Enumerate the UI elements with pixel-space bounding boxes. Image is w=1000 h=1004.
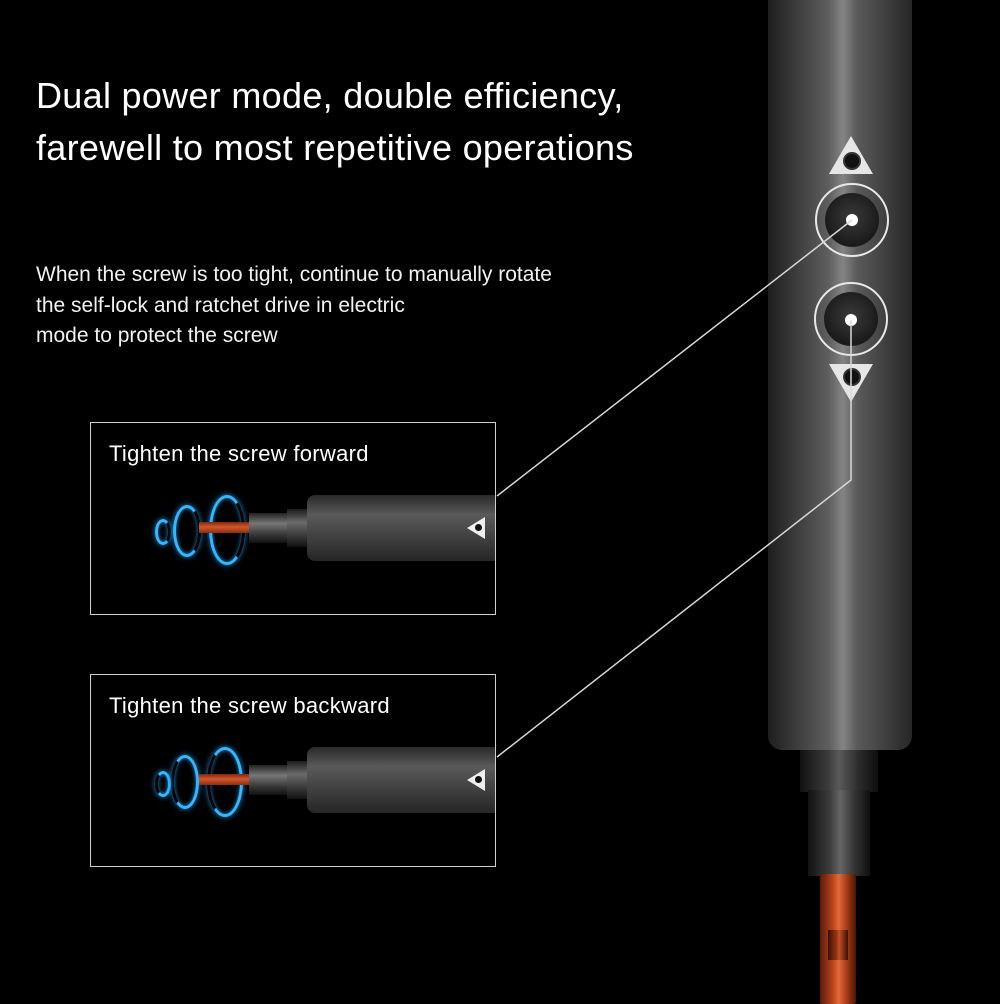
mini-screwdriver-bit bbox=[199, 522, 251, 533]
forward-button-ring bbox=[815, 183, 889, 257]
rotation-wave-icon bbox=[155, 771, 171, 797]
mini-screwdriver-collar bbox=[287, 509, 309, 547]
mini-screwdriver-body bbox=[307, 495, 495, 561]
description-line-2: the self-lock and ratchet drive in elect… bbox=[36, 293, 405, 317]
headline-line-2: farewell to most repetitive operations bbox=[36, 127, 634, 168]
screwdriver-collar bbox=[800, 750, 878, 792]
screwdriver-nozzle bbox=[808, 790, 870, 876]
connector-line-forward bbox=[496, 219, 853, 497]
description-line-1: When the screw is too tight, continue to… bbox=[36, 263, 552, 286]
headline-line-1: Dual power mode, double efficiency, bbox=[36, 75, 624, 116]
mini-screwdriver-nozzle bbox=[249, 765, 289, 795]
description-line-3: mode to protect the screw bbox=[36, 324, 278, 347]
triangle-up-dot-icon bbox=[843, 152, 861, 170]
callout-forward: Tighten the screw forward bbox=[90, 422, 496, 615]
headline: Dual power mode, double efficiency, fare… bbox=[36, 70, 634, 174]
rotation-wave-icon bbox=[155, 519, 171, 545]
rotation-wave-icon bbox=[173, 505, 201, 557]
mini-triangle-dot-icon bbox=[475, 524, 482, 531]
connector-line-backward bbox=[496, 320, 852, 758]
mini-screwdriver-nozzle bbox=[249, 513, 289, 543]
description: When the screw is too tight, continue to… bbox=[36, 260, 552, 352]
mini-screwdriver-collar bbox=[287, 761, 309, 799]
triangle-down-dot-icon bbox=[843, 368, 861, 386]
callout-backward-label: Tighten the screw backward bbox=[109, 693, 390, 718]
screwdriver-bit-neck bbox=[828, 930, 848, 960]
callout-backward: Tighten the screw backward bbox=[90, 674, 496, 867]
callout-forward-label: Tighten the screw forward bbox=[109, 441, 369, 466]
mini-screwdriver-bit bbox=[199, 774, 251, 785]
rotation-wave-icon bbox=[171, 755, 199, 809]
mini-screwdriver-body bbox=[307, 747, 495, 813]
mini-triangle-dot-icon bbox=[475, 776, 482, 783]
